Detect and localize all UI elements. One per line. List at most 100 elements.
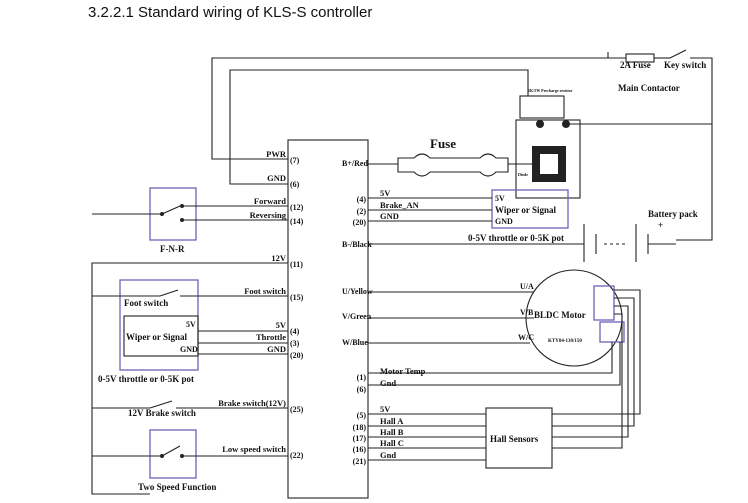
controller-left-label: GND xyxy=(267,344,286,354)
controller-right-label: V/Green xyxy=(342,312,372,321)
motor-model-label: KTY84-130/150 xyxy=(548,339,582,344)
precharge-resistor xyxy=(519,95,565,119)
wiper-gnd: GND xyxy=(495,217,513,226)
controller-right-label: Motor Temp xyxy=(380,366,426,376)
diode-label: Diode xyxy=(518,172,528,177)
main-contactor-label: Main Contactor xyxy=(618,83,680,93)
phase-w-label: W/C xyxy=(518,333,534,342)
controller-left-pin: (15) xyxy=(290,293,304,302)
battery-pack-label: Battery pack xyxy=(648,209,698,219)
left-wiper-signal: Wiper or Signal xyxy=(126,332,188,342)
controller-left-pin: (11) xyxy=(290,260,303,269)
fnr-label: F-N-R xyxy=(160,244,185,254)
controller-left-label: Foot switch xyxy=(244,286,286,296)
controller-left-pin: (20) xyxy=(290,351,304,360)
fuse-2a-label: 2A Fuse xyxy=(620,60,651,70)
battery-plus-label: + xyxy=(658,220,663,230)
wire-hall-bus-3 xyxy=(552,305,629,438)
controller-left-label: Forward xyxy=(254,196,286,206)
controller-right-pin: (21) xyxy=(353,457,367,466)
left-wiper-gnd: GND xyxy=(180,345,198,354)
two-speed-box xyxy=(149,429,197,479)
throttle-note-left: 0-5V throttle or 0-5K pot xyxy=(98,374,194,384)
controller-left-label: PWR xyxy=(266,149,287,159)
controller-left-pin: (25) xyxy=(290,405,304,414)
controller-right-pin: (1) xyxy=(357,373,367,382)
phase-v-label: V/B xyxy=(520,308,534,317)
controller-left-labels: PWR(7)GND(6)Forward(12)Reversing(14)12V(… xyxy=(218,149,303,460)
controller-right-label: Hall A xyxy=(380,416,404,426)
controller-right-label: B-/Black xyxy=(342,240,372,249)
contactor-terminal-left xyxy=(536,120,544,128)
controller-right-label: Hall B xyxy=(380,427,404,437)
controller-right-pin: (18) xyxy=(353,423,367,432)
controller-right-pin: (5) xyxy=(357,411,367,420)
controller-right-pin: (17) xyxy=(353,434,367,443)
motor-label: BLDC Motor xyxy=(534,310,586,320)
contactor-body xyxy=(515,119,581,199)
two-speed-label: Two Speed Function xyxy=(138,482,216,492)
controller-left-label: 5V xyxy=(276,320,287,330)
controller-right-pin: (20) xyxy=(353,218,367,227)
controller-box xyxy=(287,139,369,499)
left-wiper-5v: 5V xyxy=(186,320,196,329)
precharge-label: 1K/5W Precharge resistor xyxy=(528,88,573,93)
controller-right-label: W/Blue xyxy=(342,338,368,347)
controller-right-label: 5V xyxy=(380,188,391,198)
controller-left-label: Throttle xyxy=(256,332,286,342)
controller-right-pin: (2) xyxy=(357,207,367,216)
controller-right-pin: (4) xyxy=(357,195,367,204)
controller-left-pin: (12) xyxy=(290,203,304,212)
controller-left-label: Reversing xyxy=(250,210,287,220)
fnr-lever xyxy=(161,205,181,215)
left-wiper-box xyxy=(123,315,199,357)
foot-switch-label: Foot switch xyxy=(124,298,168,308)
controller-right-label: B+/Red xyxy=(342,159,368,168)
wire-12v-bus xyxy=(91,262,288,495)
controller-left-label: 12V xyxy=(271,253,287,263)
key-switch-symbol xyxy=(669,49,687,59)
controller-right-pin: (16) xyxy=(353,445,367,454)
page-title: 3.2.2.1 Standard wiring of KLS-S control… xyxy=(88,4,373,21)
wiper-signal-box xyxy=(491,189,569,229)
fuse-label: Fuse xyxy=(430,136,456,151)
wire-hall-bus-1 xyxy=(552,289,641,415)
controller-left-label: Low speed switch xyxy=(222,444,286,454)
controller-right-label: U/Yellow xyxy=(342,287,373,296)
phase-u-label: U/A xyxy=(520,282,534,291)
controller-left-pin: (22) xyxy=(290,451,304,460)
wire-hall-bus-2 xyxy=(552,297,635,427)
wire-key-return xyxy=(676,57,713,241)
controller-left-pin: (14) xyxy=(290,217,304,226)
wire-motor-temp xyxy=(368,342,613,374)
wiper-5v: 5V xyxy=(495,194,505,203)
fuse-symbol xyxy=(397,153,509,177)
controller-right-label: Hall C xyxy=(380,438,404,448)
brake-switch-label: 12V Brake switch xyxy=(128,408,196,418)
controller-right-label: GND xyxy=(380,211,399,221)
controller-right-labels: B+/Red (4) 5V (2) Brake_AN (20) GND B-/BlackU/Y… xyxy=(342,159,426,466)
controller-right-label: Brake_AN xyxy=(380,200,420,210)
brake-switch-lever xyxy=(149,400,173,409)
hall-sensors-box xyxy=(485,407,553,469)
controller-left-pin: (7) xyxy=(290,156,300,165)
contactor-window xyxy=(540,154,558,174)
motor-hall-connector xyxy=(593,285,615,321)
wire-hall-bus-4 xyxy=(552,313,623,449)
controller-left-label: GND xyxy=(267,173,286,183)
controller-left-pin: (6) xyxy=(290,180,300,189)
controller-right-label: Gnd xyxy=(380,378,396,388)
hall-sensors-label: Hall Sensors xyxy=(490,434,539,444)
wire-pwr xyxy=(211,57,608,160)
wiper-signal: Wiper or Signal xyxy=(495,205,557,215)
controller-right-label: Gnd xyxy=(380,450,396,460)
controller-left-pin: (3) xyxy=(290,339,300,348)
foot-switch-lever xyxy=(159,289,179,297)
wire-motor-gnd xyxy=(368,342,621,386)
controller-left-pin: (4) xyxy=(290,327,300,336)
wire-gnd-top xyxy=(229,69,529,185)
controller-right-label: 5V xyxy=(380,404,391,414)
controller-left-label: Brake switch(12V) xyxy=(218,398,286,408)
controller-right-pin: (6) xyxy=(357,385,367,394)
